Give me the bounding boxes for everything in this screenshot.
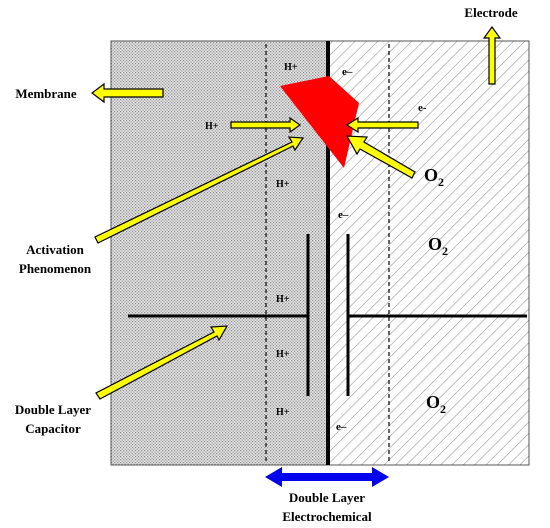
proton-label: H+: [276, 349, 290, 360]
electrode-arrow: [482, 25, 502, 85]
electrode-region: [327, 40, 530, 466]
double-layer-electrochemical-label-line2: Electrochemical: [282, 509, 372, 524]
electron-label: e-: [418, 102, 427, 114]
membrane-label: Membrane: [15, 86, 77, 101]
proton-label: H+: [284, 62, 298, 73]
proton-flow-arrow: [230, 116, 302, 134]
activation-label-line2: Phenomenon: [19, 261, 92, 276]
electron-label: e–: [336, 421, 347, 433]
proton-label: H+: [276, 294, 290, 305]
electron-label: e–: [342, 66, 353, 78]
capacitor-symbol: [128, 234, 527, 396]
activation-triangle: [280, 76, 359, 168]
proton-label: H+: [276, 407, 290, 418]
membrane-region: [110, 40, 329, 466]
activation-label-line1: Activation: [26, 242, 85, 257]
double-layer-capacitor-label-line1: Double Layer: [15, 402, 91, 417]
oxygen-label: O2: [424, 165, 444, 189]
electrode-label: Electrode: [464, 5, 517, 20]
activation-pointer-arrow: [94, 136, 305, 244]
oxygen-flow-arrow: [345, 135, 416, 179]
proton-label: H+: [205, 121, 219, 132]
oxygen-label: O2: [426, 392, 446, 416]
electron-label: e–: [338, 209, 349, 221]
capacitor-pointer-arrow: [95, 325, 229, 400]
oxygen-label: O2: [428, 234, 448, 258]
double-layer-capacitor-label-line2: Capacitor: [25, 421, 81, 436]
membrane-arrow: [91, 82, 164, 104]
proton-label: H+: [276, 179, 290, 190]
double-layer-electrochemical-label-line1: Double Layer: [289, 490, 365, 505]
electron-flow-arrow: [345, 116, 419, 134]
double-layer-span-arrow: [265, 467, 389, 487]
